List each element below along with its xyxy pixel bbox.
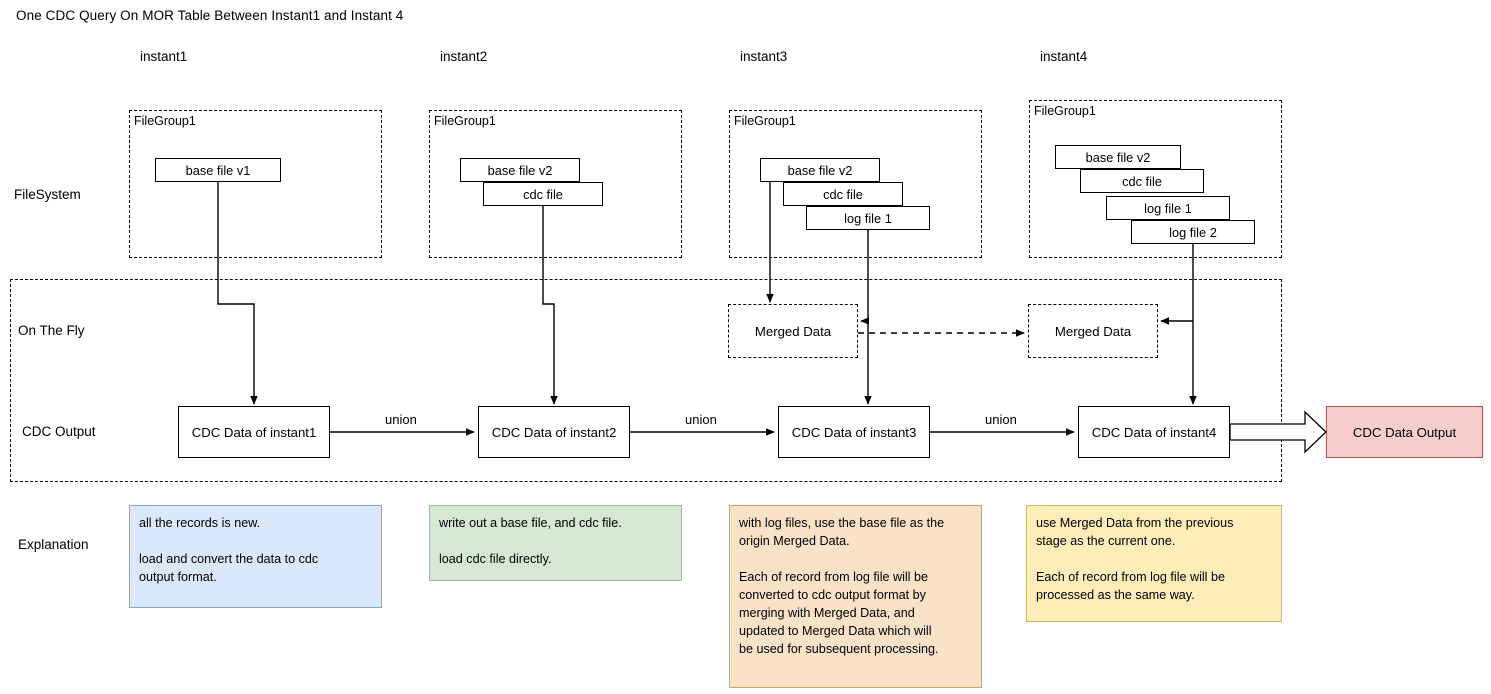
explanation-box-instant3: with log files, use the base file as the… xyxy=(729,505,982,688)
union-label-2: union xyxy=(685,412,717,427)
filegroup-container-instant2: FileGroup1 xyxy=(429,110,682,258)
explanation-box-instant4: use Merged Data from the previous stage … xyxy=(1026,505,1282,622)
column-header-instant1: instant1 xyxy=(140,49,188,64)
merged-data-box-instant4[interactable]: Merged Data xyxy=(1028,304,1158,358)
union-label-1: union xyxy=(385,412,417,427)
row-label-on-the-fly: On The Fly xyxy=(18,323,85,338)
column-header-instant3: instant3 xyxy=(740,49,788,64)
filegroup-label: FileGroup1 xyxy=(1034,104,1096,118)
row-label-filesystem: FileSystem xyxy=(14,187,81,202)
row-label-explanation: Explanation xyxy=(18,537,89,552)
row-label-cdc-output: CDC Output xyxy=(22,424,96,439)
filegroup-container-instant1: FileGroup1 xyxy=(129,110,382,258)
file-box-base-file-v2[interactable]: base file v2 xyxy=(460,158,580,182)
page-title: One CDC Query On MOR Table Between Insta… xyxy=(16,8,404,23)
file-box-base-file-v1[interactable]: base file v1 xyxy=(155,158,281,182)
union-label-3: union xyxy=(985,412,1017,427)
file-box-cdc-file[interactable]: cdc file xyxy=(783,182,903,206)
cdc-data-box-instant4[interactable]: CDC Data of instant4 xyxy=(1078,406,1230,458)
file-box-cdc-file[interactable]: cdc file xyxy=(483,182,603,206)
explanation-box-instant1: all the records is new. load and convert… xyxy=(129,505,382,608)
filegroup-label: FileGroup1 xyxy=(434,114,496,128)
file-box-base-file-v2[interactable]: base file v2 xyxy=(760,158,880,182)
cdc-data-box-instant2[interactable]: CDC Data of instant2 xyxy=(478,406,630,458)
column-header-instant2: instant2 xyxy=(440,49,488,64)
column-header-instant4: instant4 xyxy=(1040,49,1088,64)
processing-region-container xyxy=(10,279,1282,482)
file-box-log-file-1[interactable]: log file 1 xyxy=(806,206,930,230)
cdc-data-output-box[interactable]: CDC Data Output xyxy=(1326,406,1483,458)
filegroup-label: FileGroup1 xyxy=(734,114,796,128)
file-box-cdc-file[interactable]: cdc file xyxy=(1080,169,1204,193)
cdc-data-box-instant3[interactable]: CDC Data of instant3 xyxy=(778,406,930,458)
file-box-log-file-2[interactable]: log file 2 xyxy=(1131,220,1255,244)
file-box-base-file-v2[interactable]: base file v2 xyxy=(1055,145,1181,169)
filegroup-container-instant3: FileGroup1 xyxy=(729,110,982,258)
file-box-log-file-1[interactable]: log file 1 xyxy=(1106,196,1230,220)
cdc-data-box-instant1[interactable]: CDC Data of instant1 xyxy=(178,406,330,458)
merged-data-box-instant3[interactable]: Merged Data xyxy=(728,304,858,358)
explanation-box-instant2: write out a base file, and cdc file. loa… xyxy=(429,505,682,581)
filegroup-container-instant4: FileGroup1 xyxy=(1029,100,1282,258)
filegroup-label: FileGroup1 xyxy=(134,114,196,128)
